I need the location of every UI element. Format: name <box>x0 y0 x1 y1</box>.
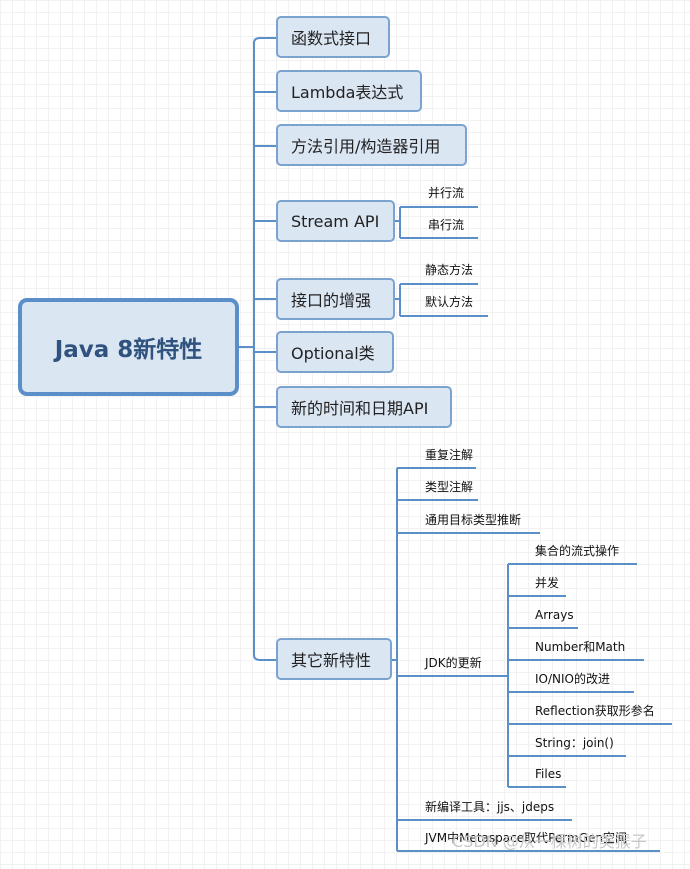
leaf-jdk-updates[interactable]: JDK的更新 <box>425 656 482 670</box>
leaf-collection-stream[interactable]: 集合的流式操作 <box>535 544 620 558</box>
leaf-reflection[interactable]: Reflection获取形参名 <box>535 704 655 718</box>
leaf-concurrency[interactable]: 并发 <box>535 576 560 590</box>
leaf-parallel-stream[interactable]: 并行流 <box>428 186 465 200</box>
leaf-string-join[interactable]: String：join() <box>535 736 614 750</box>
leaf-static-method[interactable]: 静态方法 <box>425 263 474 277</box>
connector-iface <box>394 283 488 317</box>
branch-other-features[interactable]: 其它新特性 <box>276 638 392 680</box>
connector-branch-1 <box>253 37 278 44</box>
connector-jdk-trunk <box>501 564 509 787</box>
branch-lambda[interactable]: Lambda表达式 <box>276 70 422 112</box>
branch-method-reference[interactable]: 方法引用/构造器引用 <box>276 124 467 166</box>
leaf-target-type-inference[interactable]: 通用目标类型推断 <box>425 513 522 527</box>
leaf-new-tools[interactable]: 新编译工具：jjs、jdeps <box>425 800 555 814</box>
branch-stream-api[interactable]: Stream API <box>276 200 395 242</box>
leaf-number-math[interactable]: Number和Math <box>535 640 626 654</box>
connector-other-items <box>397 467 660 852</box>
leaf-type-annotation[interactable]: 类型注解 <box>425 480 474 494</box>
branch-interface-enhancement[interactable]: 接口的增强 <box>276 278 395 320</box>
connector-stream <box>394 206 478 239</box>
watermark: CSDN @从一棵树的美猴子 <box>452 832 647 851</box>
branch-functional-interface[interactable]: 函数式接口 <box>276 16 390 58</box>
leaf-arrays[interactable]: Arrays <box>535 608 574 622</box>
leaf-io-nio[interactable]: IO/NIO的改进 <box>535 672 610 686</box>
connector-branch-8 <box>253 654 278 661</box>
root-node[interactable]: Java 8新特性 <box>18 298 239 396</box>
leaf-files[interactable]: Files <box>535 767 562 781</box>
connector-jdk-items <box>508 563 672 788</box>
leaf-default-method[interactable]: 默认方法 <box>425 295 474 309</box>
leaf-sequential-stream[interactable]: 串行流 <box>428 218 465 232</box>
leaf-metaspace[interactable]: JVM中Metaspace取代PermGen空间 <box>425 831 627 845</box>
branch-optional[interactable]: Optional类 <box>276 331 394 373</box>
leaf-repeatable-annotation[interactable]: 重复注解 <box>425 448 474 462</box>
branch-date-time-api[interactable]: 新的时间和日期API <box>276 386 452 428</box>
